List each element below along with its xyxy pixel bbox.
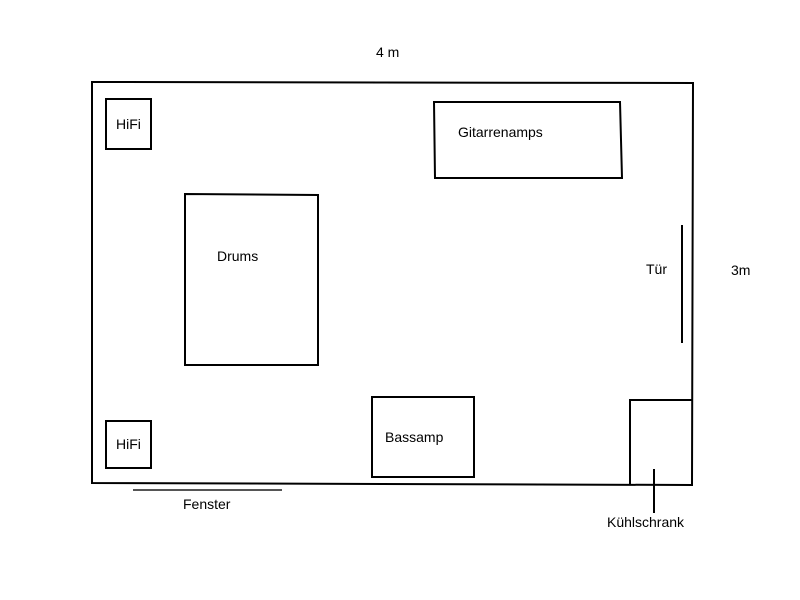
width-label: 4 m <box>376 44 400 60</box>
drums-box <box>184 192 319 366</box>
bass-amp-label: Bassamp <box>385 429 444 445</box>
height-label: 3m <box>731 262 751 278</box>
hifi-bottom-box <box>105 420 152 469</box>
hifi-top-box <box>105 98 152 150</box>
fridge-label: Kühlschrank <box>607 514 685 530</box>
room-outline <box>91 80 695 487</box>
bass-amp-box <box>371 396 475 478</box>
door-label: Tür <box>646 261 667 277</box>
drums-label: Drums <box>217 248 259 264</box>
guitar-amps-box <box>432 101 624 179</box>
hifi-top-label: HiFi <box>116 116 141 132</box>
fridge-box <box>629 399 692 484</box>
window-label: Fenster <box>183 496 231 512</box>
guitar-amps-label: Gitarrenamps <box>458 124 543 140</box>
hifi-bottom-label: HiFi <box>116 436 141 452</box>
